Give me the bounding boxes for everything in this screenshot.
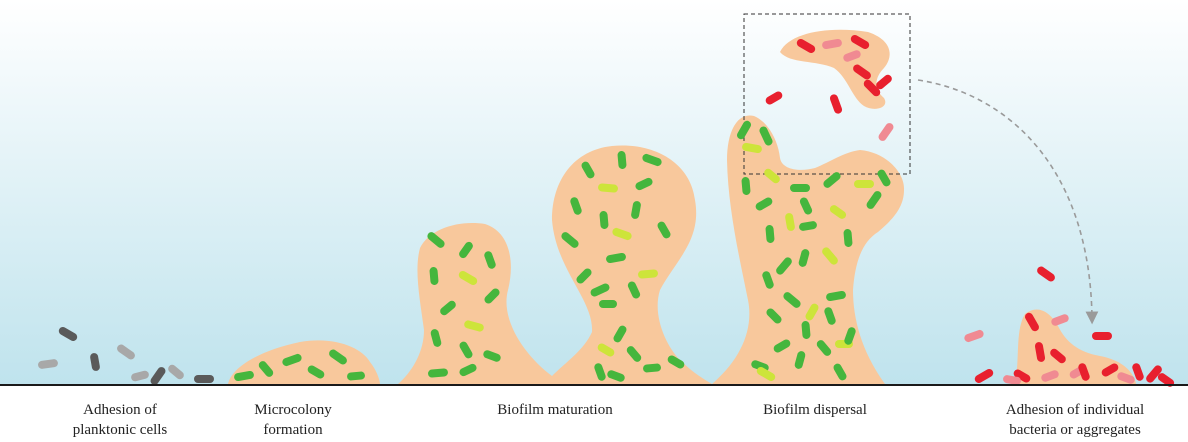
planktonic-bacterium <box>194 375 214 383</box>
biofilm-bacterium <box>790 184 810 192</box>
stage-label-line: formation <box>228 420 358 440</box>
stage-label-line: planktonic cells <box>45 420 195 440</box>
biofilm-bacterium <box>854 180 874 188</box>
stage-label-line: bacteria or aggregates <box>980 420 1170 440</box>
biofilm-bacterium <box>599 300 617 308</box>
stage-label-line: Biofilm maturation <box>470 400 640 420</box>
stage-label-readhesion: Adhesion of individual bacteria or aggre… <box>980 400 1170 440</box>
stage-label-line: Biofilm dispersal <box>735 400 895 420</box>
dispersed-bacterium <box>1092 332 1112 340</box>
stage-label-maturation: Biofilm maturation <box>470 400 640 420</box>
stage-label-adhesion: Adhesion of planktonic cells <box>45 400 195 440</box>
stage-label-line: Adhesion of <box>45 400 195 420</box>
stage-label-microcolony: Microcolony formation <box>228 400 358 440</box>
stage-label-line: Adhesion of individual <box>980 400 1170 420</box>
stage-label-line: Microcolony <box>228 400 358 420</box>
stage-label-dispersal: Biofilm dispersal <box>735 400 895 420</box>
